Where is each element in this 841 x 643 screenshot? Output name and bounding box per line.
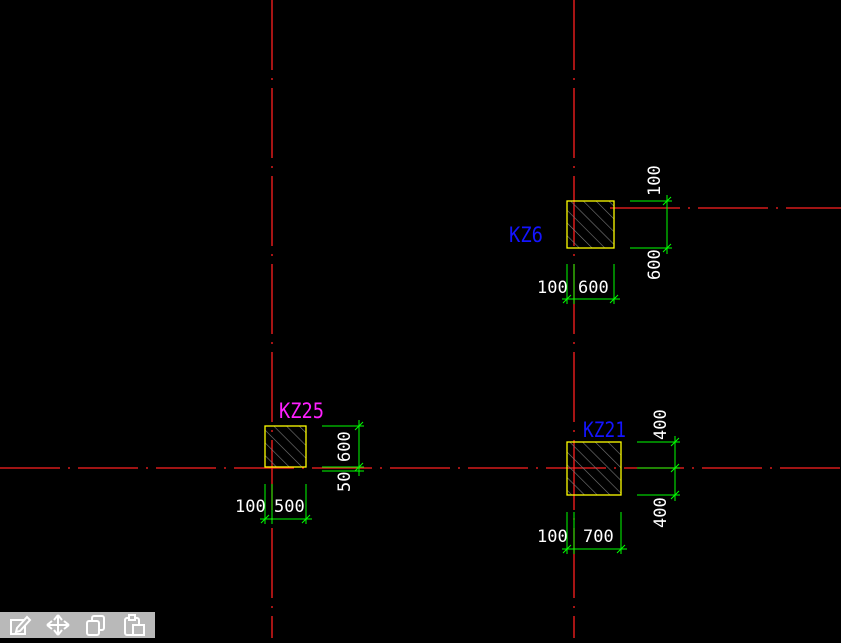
- column-kz21-label: KZ21: [583, 418, 626, 442]
- kz21-dim-bottom: 400: [651, 497, 671, 528]
- column-kz21[interactable]: KZ21 400 400 100 700: [537, 409, 680, 554]
- kz6-dimensions: [562, 195, 672, 304]
- edit-button[interactable]: [6, 613, 34, 637]
- column-kz6[interactable]: KZ6 100 600 100 600: [509, 165, 672, 304]
- column-kz21-section[interactable]: [566, 441, 622, 496]
- kz21-dim-left: 100: [537, 527, 568, 547]
- kz25-dimensions: [260, 420, 364, 524]
- column-kz25-label: KZ25: [279, 399, 324, 423]
- kz6-dim-right: 600: [578, 278, 609, 298]
- copy-button[interactable]: [82, 613, 110, 637]
- kz21-dimensions: [562, 436, 680, 554]
- move-button[interactable]: [44, 613, 72, 637]
- kz6-dim-top: 100: [645, 165, 665, 196]
- kz6-dim-bottom: 600: [645, 249, 665, 280]
- column-kz6-label: KZ6: [509, 223, 543, 247]
- kz6-dim-left: 100: [537, 278, 568, 298]
- kz25-dim-right: 500: [274, 497, 305, 517]
- copy-icon: [86, 615, 105, 636]
- kz21-dim-top: 400: [651, 409, 671, 440]
- kz25-dim-left: 100: [235, 497, 266, 517]
- kz25-dim-top: 600: [335, 431, 355, 462]
- edit-icon: [10, 615, 32, 635]
- move-icon: [46, 614, 70, 636]
- column-kz25-section[interactable]: [264, 425, 307, 468]
- column-kz6-section[interactable]: [566, 200, 615, 249]
- column-kz25[interactable]: KZ25 600 50 100 500: [235, 399, 364, 524]
- paste-button[interactable]: [120, 613, 148, 637]
- paste-icon: [124, 614, 145, 636]
- floating-toolbar: [0, 612, 155, 638]
- kz21-dim-right: 700: [583, 527, 614, 547]
- kz25-dim-bottom: 50: [335, 472, 355, 492]
